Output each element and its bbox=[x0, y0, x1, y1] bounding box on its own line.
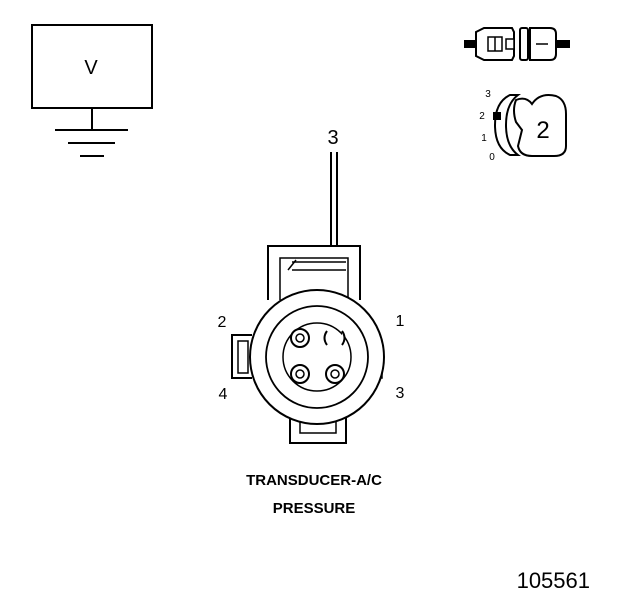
selector-position-2: 2 bbox=[479, 111, 485, 122]
test-lead-adapter-icon bbox=[464, 27, 570, 61]
selector-dial: 3 2 1 0 2 bbox=[479, 89, 567, 163]
connector-name-line2: PRESSURE bbox=[273, 500, 356, 517]
selector-setting: 2 bbox=[536, 117, 549, 144]
pin-label-3: 3 bbox=[396, 385, 405, 402]
voltmeter: V bbox=[31, 24, 153, 157]
connector-body bbox=[231, 245, 385, 444]
connector-name-line1: TRANSDUCER-A/C bbox=[246, 472, 382, 489]
dial-knob-icon bbox=[493, 94, 567, 157]
pin-cavity-3 bbox=[325, 364, 345, 384]
ground-icon bbox=[55, 108, 128, 157]
selector-position-3: 3 bbox=[485, 89, 491, 100]
pin-cavity-1 bbox=[323, 330, 346, 346]
pin-cavity-4 bbox=[290, 364, 310, 384]
voltmeter-symbol: V bbox=[84, 57, 98, 79]
selector-position-0: 0 bbox=[489, 152, 495, 163]
pin-label-4: 4 bbox=[219, 386, 228, 403]
voltmeter-box bbox=[31, 24, 153, 109]
selector-position-1: 1 bbox=[481, 133, 487, 144]
probe-pin-label: 3 bbox=[327, 127, 338, 149]
pin-cavity-2 bbox=[290, 328, 310, 348]
pin-label-2: 2 bbox=[218, 314, 227, 331]
figure-number: 105561 bbox=[517, 568, 590, 593]
connector-cavities bbox=[290, 328, 346, 384]
pin-label-1: 1 bbox=[396, 313, 405, 330]
